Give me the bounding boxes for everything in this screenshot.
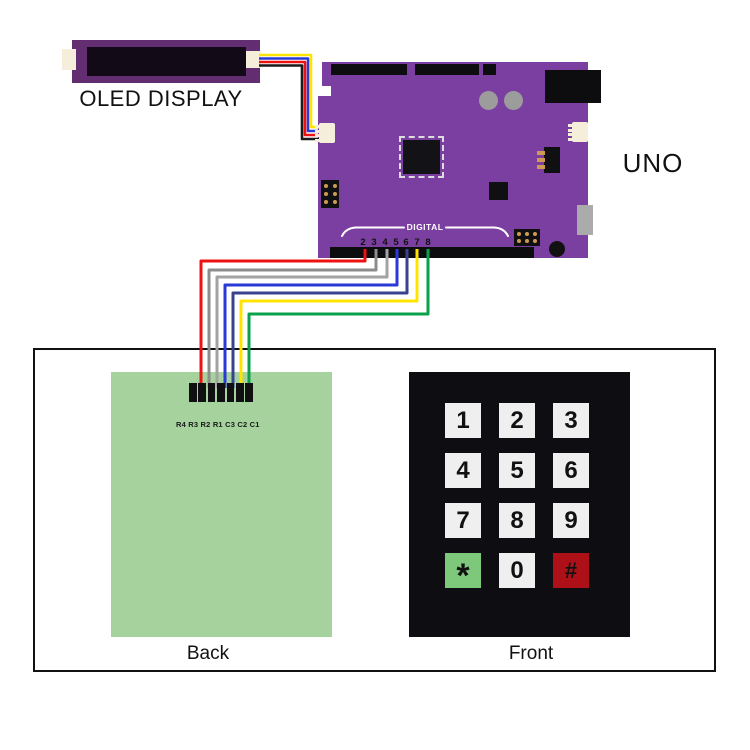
connector-pin — [217, 383, 225, 402]
keypad-pinout-label: R4 R3 R2 R1 C3 C2 C1 — [176, 420, 260, 429]
red-wire — [259, 60, 322, 137]
icsp-header — [321, 180, 339, 208]
key-6[interactable]: 6 — [553, 453, 589, 488]
digital-bracket — [341, 226, 509, 237]
connector-pin — [207, 383, 216, 402]
capacitor — [479, 91, 498, 110]
key-0[interactable]: 0 — [499, 553, 535, 588]
header-pin — [323, 184, 328, 188]
keypad-back-view — [111, 372, 332, 637]
key-1[interactable]: 1 — [445, 403, 481, 438]
board-right-connector — [572, 122, 588, 142]
key-star[interactable]: * — [445, 553, 481, 595]
connector-pin — [236, 383, 244, 402]
digital-label: DIGITAL — [406, 222, 444, 232]
header-pin — [525, 239, 529, 243]
connector-pin — [226, 383, 235, 402]
digital-pin-label-5: 5 — [393, 237, 399, 248]
digital-pin-label-2: 2 — [360, 237, 366, 248]
top-header-strip — [415, 64, 479, 75]
uno-label: UNO — [622, 148, 684, 178]
top-header-strip — [331, 64, 407, 75]
board-edge-notch — [318, 86, 331, 96]
connector-tooth — [568, 137, 573, 141]
digital-pin-label-6: 6 — [403, 237, 409, 248]
capacitor — [504, 91, 523, 110]
header-pin — [323, 200, 328, 204]
yellow-wire — [259, 53, 322, 129]
top-header-strip — [483, 64, 496, 75]
connector-pin — [198, 383, 206, 402]
black-wire — [259, 64, 322, 141]
digital-header-strip — [330, 247, 534, 258]
header-pin — [533, 232, 537, 236]
digital-pin-label-4: 4 — [382, 237, 388, 248]
key-9[interactable]: 9 — [553, 503, 589, 538]
voltage-regulator — [544, 147, 560, 173]
usb-port — [545, 70, 601, 103]
reset-button — [549, 241, 565, 257]
microcontroller-chip — [399, 136, 444, 178]
header-pin — [332, 184, 337, 188]
digital-pin-label-7: 7 — [414, 237, 420, 248]
key-7[interactable]: 7 — [445, 503, 481, 538]
header-pin — [323, 192, 328, 196]
connector-pin — [189, 383, 197, 402]
oled-label: OLED DISPLAY — [79, 86, 243, 111]
key-8[interactable]: 8 — [499, 503, 535, 538]
blue-wire — [259, 57, 322, 133]
key-hash[interactable]: # — [553, 553, 589, 588]
header-pin — [533, 239, 537, 243]
component-pin — [537, 158, 545, 162]
power-jack — [577, 205, 593, 235]
smd-component — [489, 182, 508, 200]
header-pin — [525, 232, 529, 236]
digital-pin-label-3: 3 — [371, 237, 377, 248]
board-left-connector — [319, 123, 335, 143]
oled-screen — [87, 47, 246, 76]
digital-pin-label-8: 8 — [425, 237, 431, 248]
oled-left-mount-tab — [62, 49, 76, 70]
connector-pin — [245, 383, 253, 402]
keypad-front-view: 1 2 3 4 5 6 7 8 9 * 0 # — [409, 372, 630, 637]
header-pin — [517, 232, 521, 236]
header-pin — [332, 200, 337, 204]
back-caption: Back — [186, 643, 230, 664]
connector-tooth — [568, 124, 573, 127]
key-4[interactable]: 4 — [445, 453, 481, 488]
connector-tooth — [568, 133, 573, 136]
icsp-header — [514, 229, 540, 246]
header-pin — [517, 239, 521, 243]
component-pin — [537, 165, 545, 169]
key-5[interactable]: 5 — [499, 453, 535, 488]
keypad-pin-connector — [189, 383, 253, 402]
front-caption: Front — [508, 643, 554, 664]
key-3[interactable]: 3 — [553, 403, 589, 438]
component-pin — [537, 151, 545, 155]
key-2[interactable]: 2 — [499, 403, 535, 438]
header-pin — [332, 192, 337, 196]
connector-tooth — [568, 128, 573, 132]
oled-right-connector-tab — [246, 51, 261, 68]
